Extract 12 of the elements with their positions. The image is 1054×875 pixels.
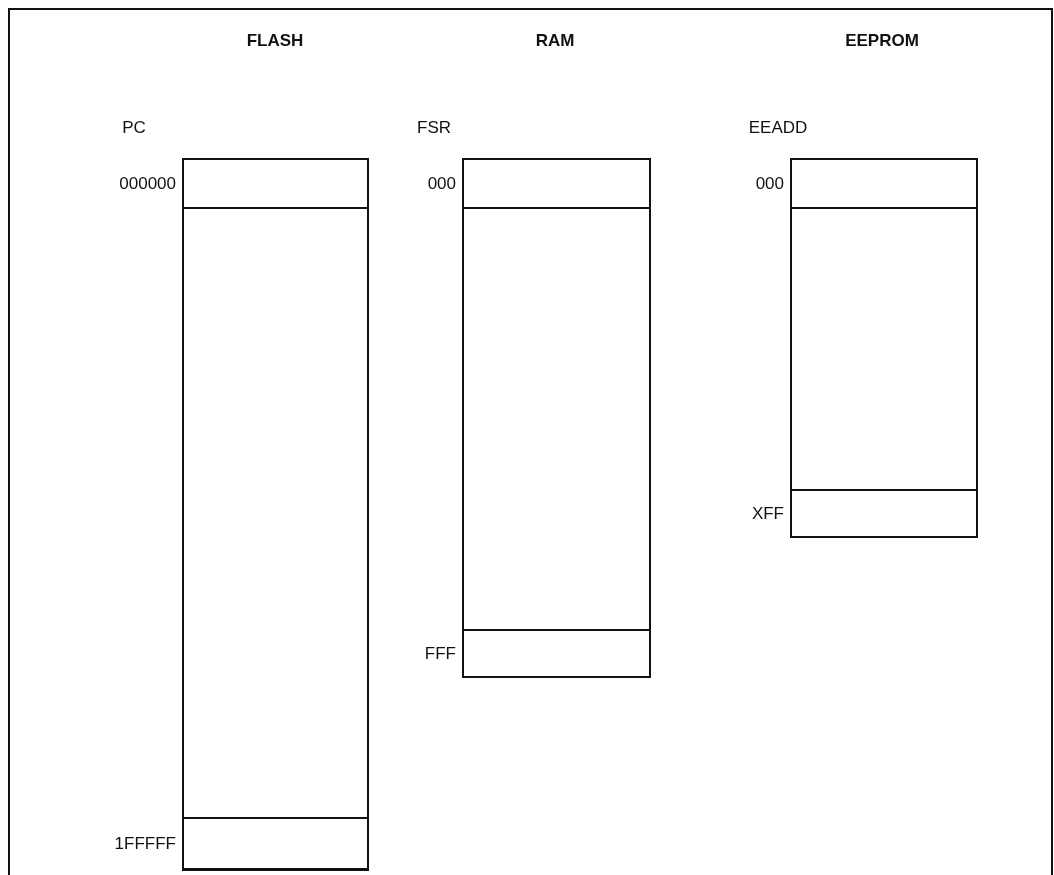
register-label: FSR	[417, 118, 451, 138]
address-label: 000	[755, 173, 784, 194]
address-label: 000000	[119, 173, 176, 194]
address-label: 1FFFFF	[114, 833, 176, 854]
address-label: FFF	[424, 643, 456, 664]
memory-heading: RAM	[535, 31, 575, 51]
address-label: 000	[427, 173, 456, 194]
register-label: PC	[122, 118, 146, 138]
address-label: XFF	[751, 503, 784, 524]
memory-heading: FLASH	[246, 31, 304, 51]
register-label: EEADD	[748, 118, 808, 138]
memory-heading: EEPROM	[845, 31, 919, 51]
